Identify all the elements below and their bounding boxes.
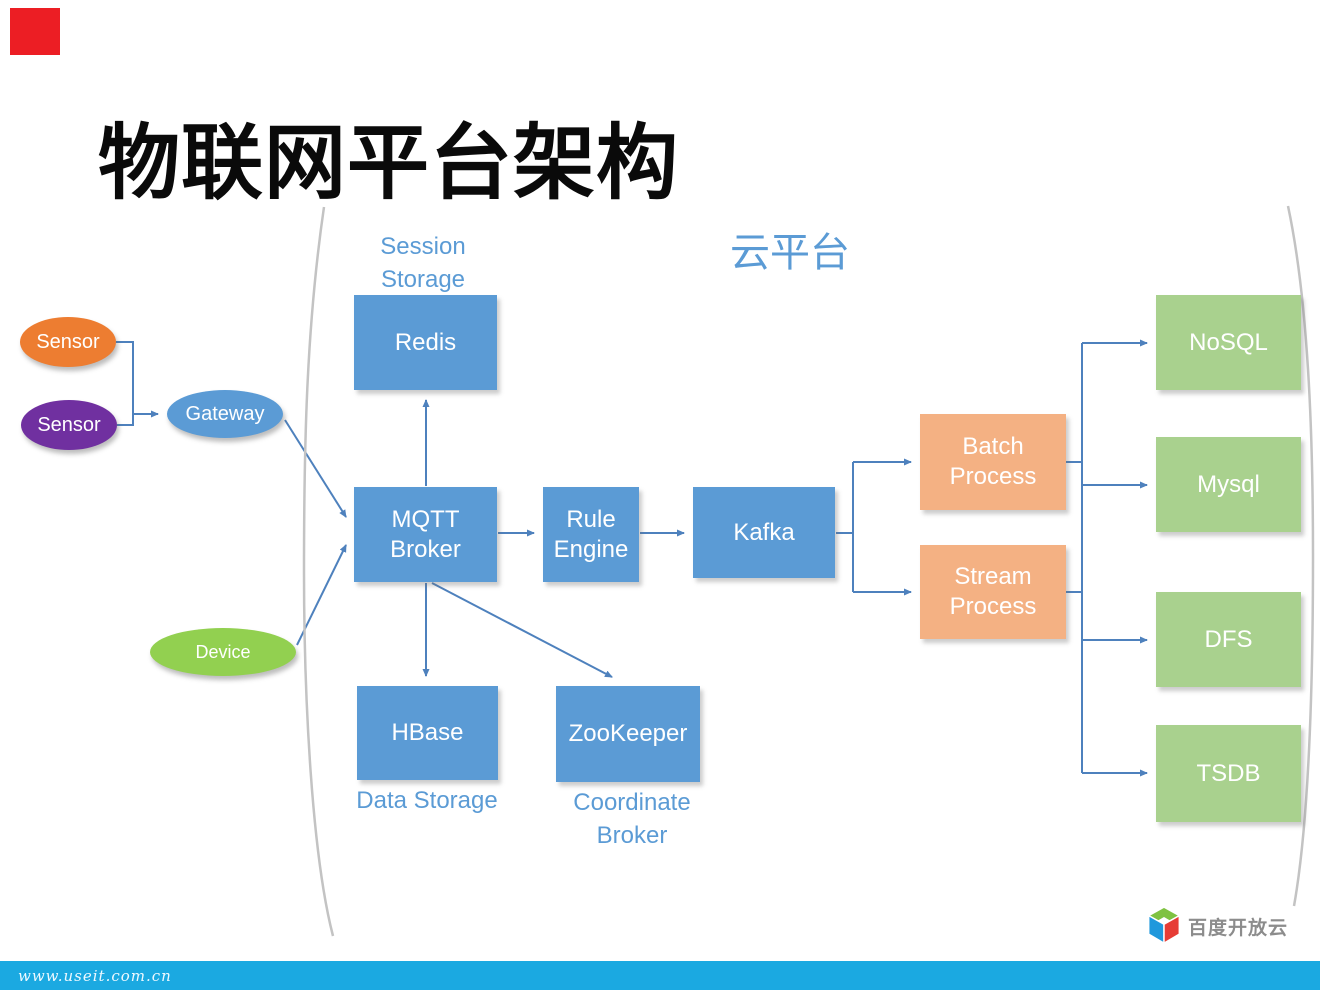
red-corner-accent — [10, 8, 60, 55]
cloud-platform-label: 云平台 — [730, 231, 850, 275]
session-storage-label: Session Storage — [380, 233, 466, 293]
node-device: Device — [150, 628, 296, 676]
node-hbase: HBase — [357, 686, 498, 780]
node-tsdb: TSDB — [1156, 725, 1301, 822]
node-zookeeper: ZooKeeper — [556, 686, 700, 782]
arrow-gateway-to-mqtt — [284, 419, 347, 518]
node-kafka-label: Kafka — [733, 518, 795, 546]
node-nosql-label: NoSQL — [1189, 328, 1268, 356]
node-device-label: Device — [195, 641, 251, 662]
node-nosql: NoSQL — [1156, 295, 1301, 390]
left-parenthesis — [302, 206, 335, 937]
connector-kafka-junction — [836, 462, 854, 592]
node-rule-engine-label: Rule Engine — [553, 505, 629, 563]
connector-storage-junction — [1066, 343, 1083, 773]
footer-bar: www.useit.com.cn — [0, 961, 1320, 990]
node-dfs-label: DFS — [1204, 625, 1253, 653]
node-sensor-purple: Sensor — [21, 400, 117, 450]
node-redis: Redis — [354, 295, 497, 390]
node-gateway: Gateway — [167, 390, 283, 438]
slide-title: 物联网平台架构 — [98, 118, 680, 209]
node-rule-engine: Rule Engine — [543, 487, 639, 582]
coordinate-broker-label: Coordinate Broker — [573, 789, 691, 849]
right-parenthesis — [1286, 205, 1315, 907]
node-mqtt-broker: MQTT Broker — [354, 487, 497, 582]
node-hbase-label: HBase — [391, 719, 464, 746]
node-batch-process: Batch Process — [920, 414, 1066, 510]
footer-url-text: www.useit.com.cn — [18, 966, 172, 985]
node-sensor-purple-label: Sensor — [37, 413, 101, 436]
node-kafka: Kafka — [693, 487, 835, 578]
node-sensor-orange: Sensor — [20, 317, 116, 367]
node-mysql: Mysql — [1156, 437, 1301, 532]
node-stream-process-label: Stream Process — [949, 563, 1037, 620]
node-gateway-label: Gateway — [185, 402, 265, 425]
data-storage-label: Data Storage — [356, 787, 498, 814]
node-dfs: DFS — [1156, 592, 1301, 687]
brand-name-text: 百度开放云 — [1188, 917, 1289, 939]
baidu-cloud-brand: 百度开放云 — [1146, 905, 1288, 947]
node-redis-label: Redis — [394, 328, 457, 356]
node-mqtt-broker-label: MQTT Broker — [390, 505, 461, 563]
node-sensor-orange-label: Sensor — [36, 330, 100, 353]
connector-sensors-junction — [116, 341, 134, 426]
node-mysql-label: Mysql — [1197, 470, 1260, 498]
arrow-mqtt-to-zookeeper — [431, 582, 613, 678]
node-stream-process: Stream Process — [920, 545, 1066, 639]
node-tsdb-label: TSDB — [1196, 759, 1261, 787]
node-batch-process-label: Batch Process — [949, 433, 1037, 490]
baidu-cloud-logo-icon — [1147, 906, 1181, 945]
node-zookeeper-label: ZooKeeper — [568, 720, 688, 747]
